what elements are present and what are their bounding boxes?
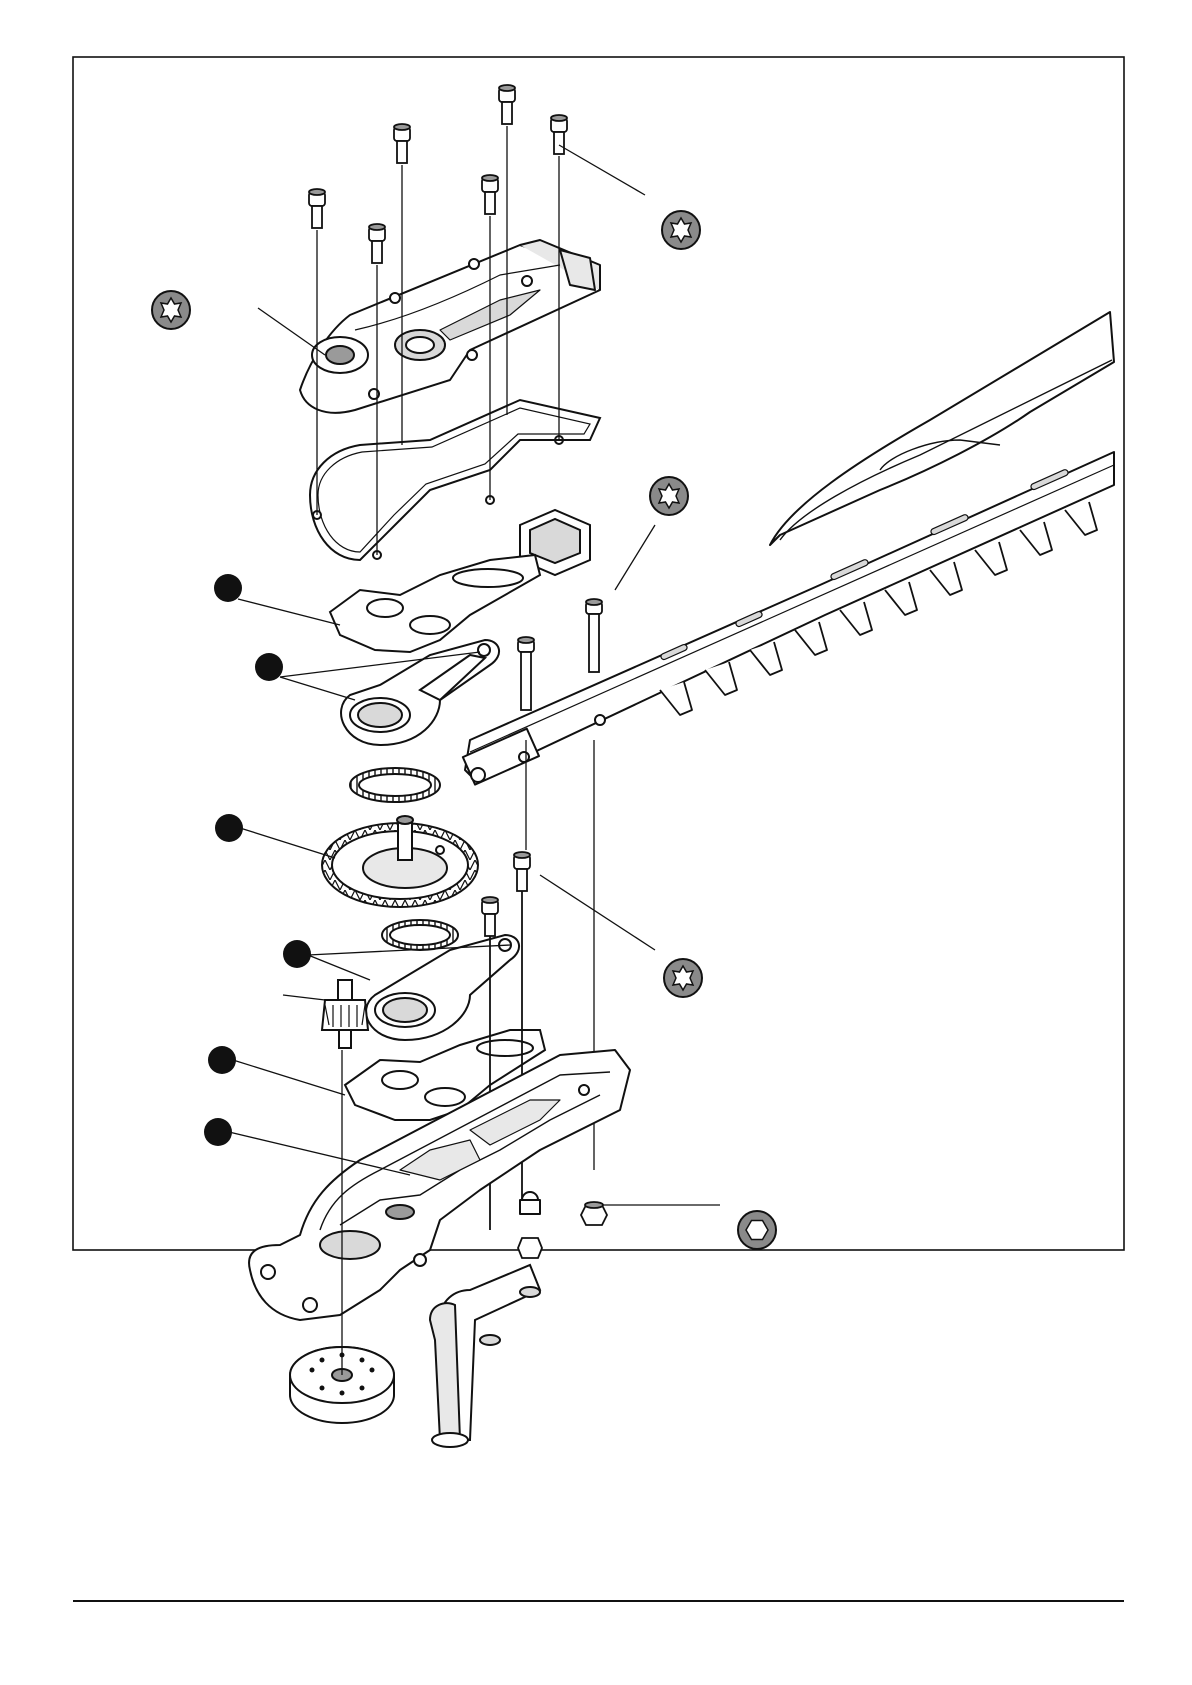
torx-icon — [664, 959, 702, 997]
hex-socket-icon — [738, 1211, 776, 1249]
screw-5 — [499, 85, 515, 124]
torx-icon — [662, 211, 700, 249]
needle-bearing-lower — [382, 920, 458, 950]
blade-bar — [465, 452, 1114, 780]
shim-plate-upper — [330, 555, 540, 652]
torx-icon — [152, 291, 190, 329]
top-cover — [300, 240, 600, 413]
screw-4 — [482, 175, 498, 214]
blade-teeth — [660, 502, 1097, 715]
callout-dot — [204, 1118, 232, 1146]
callout-dots — [204, 574, 311, 1146]
drive-gear — [322, 816, 478, 907]
callout-dot — [255, 653, 283, 681]
screw-3 — [394, 124, 410, 163]
blade-guard — [770, 312, 1114, 545]
screw-1 — [309, 189, 325, 228]
torx-icon — [650, 477, 688, 515]
callout-dot — [283, 940, 311, 968]
housing-nut — [518, 1238, 542, 1258]
callout-dot — [214, 574, 242, 602]
pinion — [322, 980, 368, 1048]
callout-dot — [208, 1046, 236, 1074]
screw-2 — [369, 224, 385, 263]
handle-clamp — [430, 1265, 540, 1447]
crank-arm-upper — [341, 640, 499, 745]
needle-bearing-upper — [350, 768, 440, 802]
cover-screws — [309, 85, 567, 263]
callout-dot — [215, 814, 243, 842]
